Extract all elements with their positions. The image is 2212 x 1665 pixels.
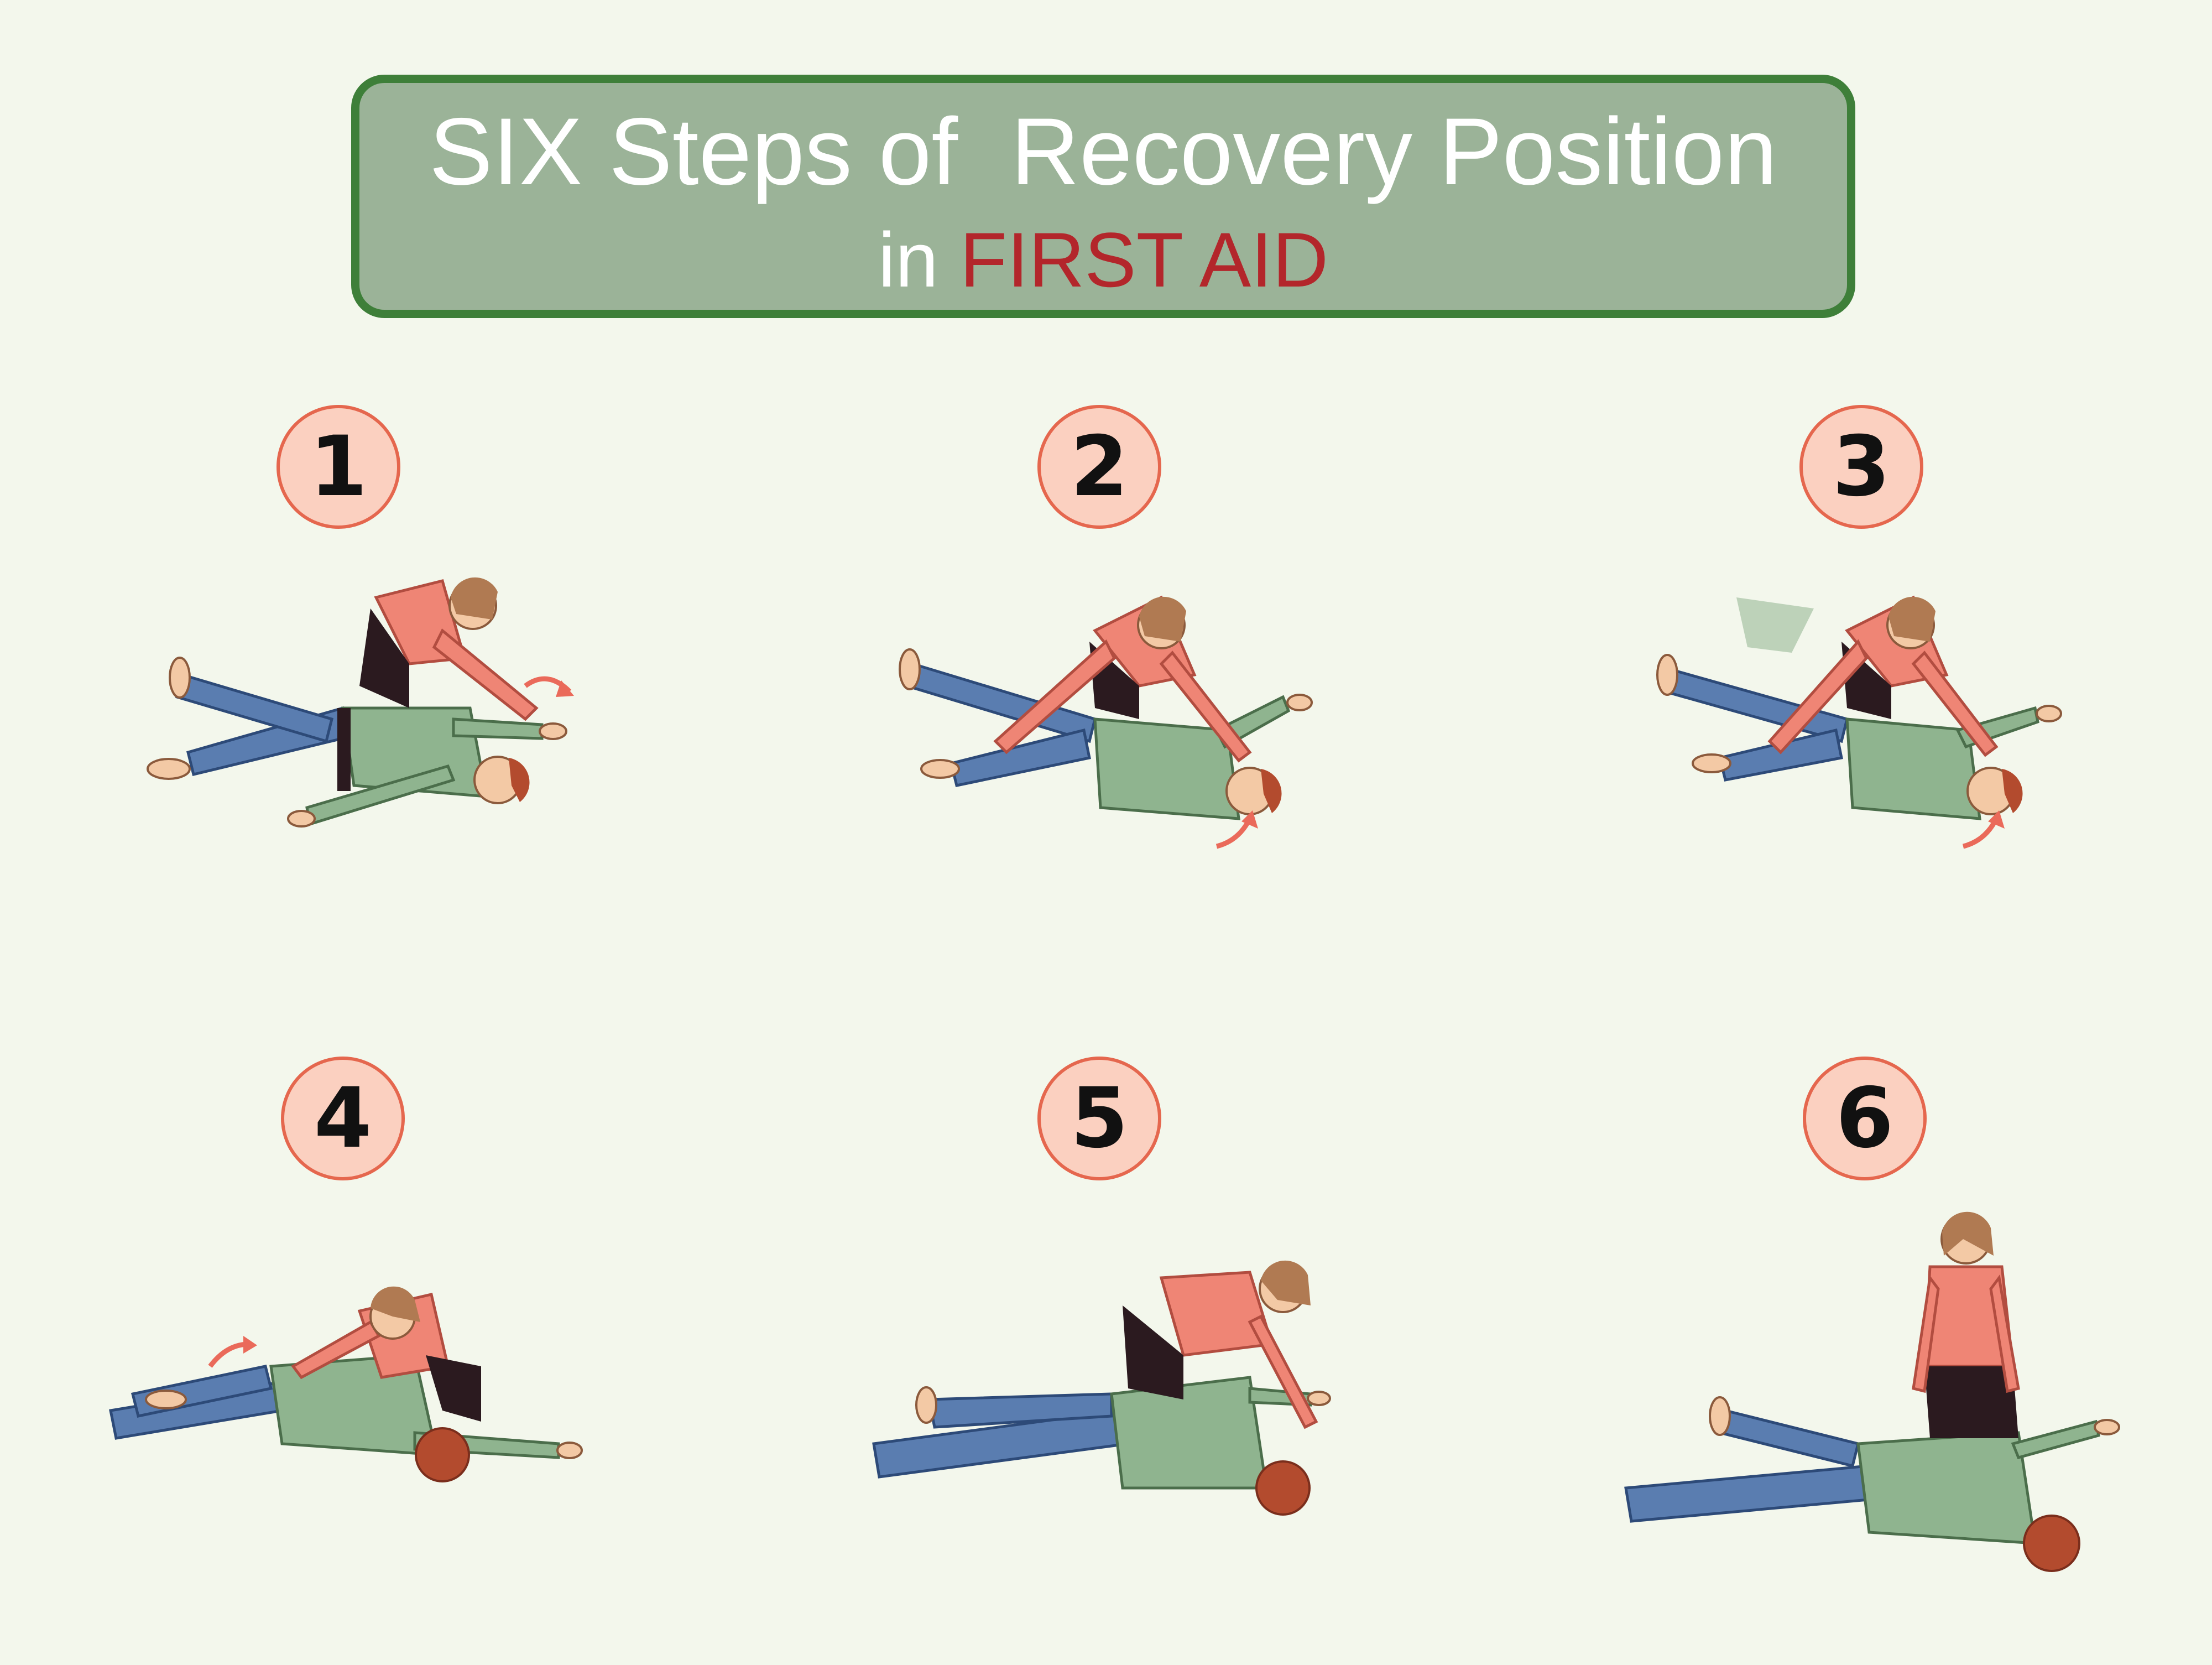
step-1: 1 — [111, 398, 774, 1007]
patient-rolled-onto-side-illustration — [109, 1286, 583, 1482]
title-sub: in FIRST AID — [359, 221, 1847, 299]
helper-checks-breathing-illustration — [1624, 1211, 2120, 1572]
title-main: SIX Steps of Recovery Position — [429, 98, 1777, 205]
step-5: 5 — [830, 1057, 1493, 1665]
helper-places-hand-illustration — [1656, 595, 2062, 849]
title-first-aid: FIRST AID — [959, 216, 1329, 303]
step-3: 3 — [1548, 398, 2212, 1007]
step-2-badge: 2 — [1037, 405, 1161, 529]
step-2: 2 — [830, 398, 1493, 1007]
step-6-badge: 6 — [1803, 1057, 1927, 1180]
step-6: 6 — [1548, 1057, 2212, 1665]
helper-straightens-arm-illustration — [147, 577, 574, 828]
helper-lifts-knee-illustration — [899, 595, 1313, 849]
helper-tilts-head-illustration — [872, 1260, 1331, 1516]
title-banner: SIX Steps of Recovery Position in FIRST … — [351, 75, 1855, 318]
step-1-badge: 1 — [276, 405, 400, 529]
step-3-badge: 3 — [1799, 405, 1923, 529]
title-sub-prefix: in — [878, 216, 960, 303]
step-5-badge: 5 — [1037, 1057, 1161, 1180]
step-4: 4 — [83, 1057, 747, 1665]
step-4-badge: 4 — [281, 1057, 405, 1180]
